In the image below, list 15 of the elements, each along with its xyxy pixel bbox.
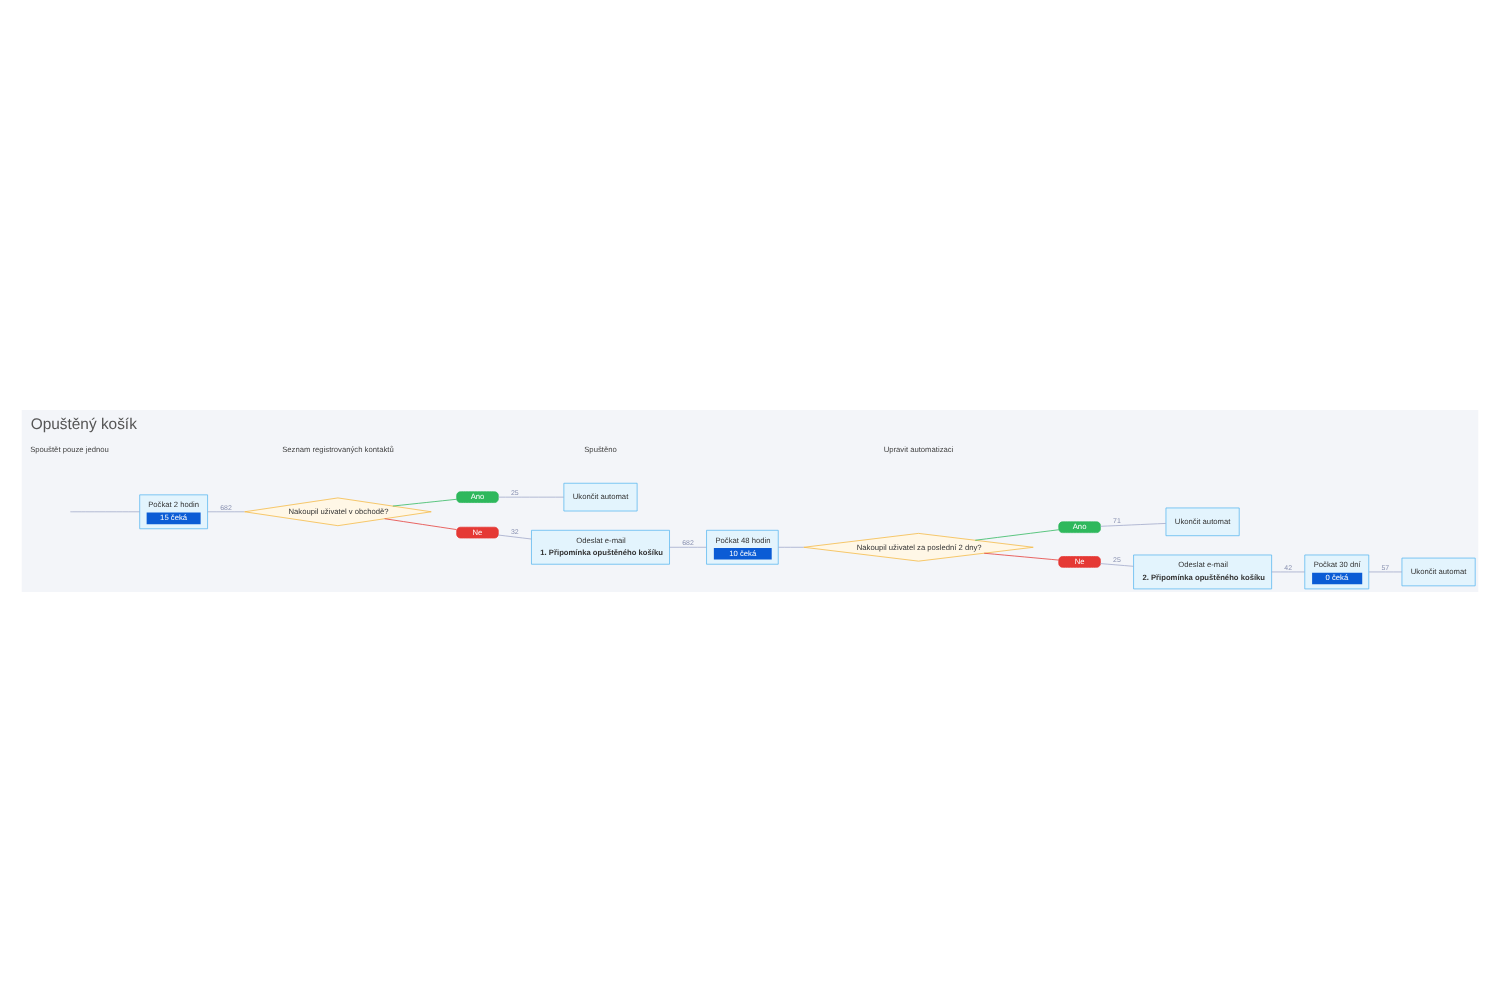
connector <box>777 545 805 547</box>
diagram-title: Opuštěný košík <box>30 413 137 432</box>
connector <box>497 495 565 497</box>
connector <box>983 551 1060 560</box>
connector <box>1368 570 1403 572</box>
connector <box>392 497 457 506</box>
connector <box>1100 562 1134 566</box>
connector <box>70 510 140 512</box>
connector <box>207 510 245 512</box>
connector <box>497 533 532 539</box>
connector <box>1271 570 1306 572</box>
connector <box>669 545 707 547</box>
connector <box>384 517 457 529</box>
connector <box>1100 522 1167 526</box>
connector <box>974 528 1059 540</box>
